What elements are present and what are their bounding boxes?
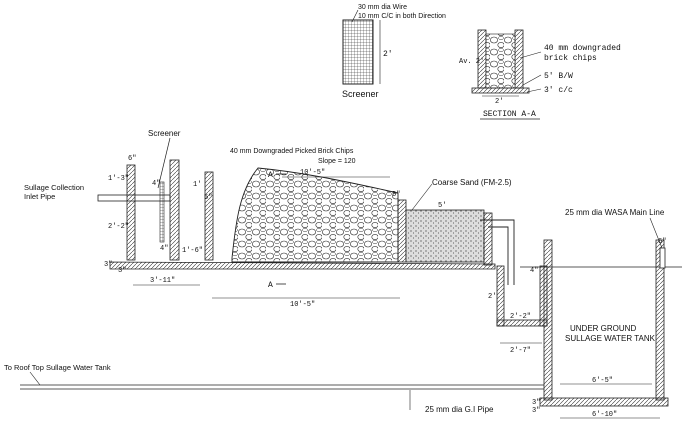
brick-chips-section (485, 33, 516, 89)
screener-in-chamber (159, 181, 165, 243)
inlet-label-1: Sullage Collection (24, 183, 84, 192)
dim-3a: 3" (104, 261, 112, 269)
chamber-2-left-wall (204, 171, 214, 261)
dim-1: 1' (193, 181, 201, 189)
dim-6-5: 6'-5" (592, 377, 613, 385)
dim-3d: 3" (532, 407, 540, 415)
outlet-pipe (480, 219, 515, 285)
dim-5b: 5" (392, 191, 400, 199)
dim-10-5-top: 10'-5" (300, 169, 325, 177)
screener-detail: 2' 30 mm dia Wire 10 mm C/C in both Dire… (342, 4, 446, 99)
chamber-1-left-wall (126, 164, 136, 261)
dim-4b: 4" (160, 245, 168, 253)
wasa-label: 25 mm dia WASA Main Line (565, 208, 665, 217)
dim-6: 6" (128, 155, 136, 163)
wire-note-2: 10 mm C/C in both Direction (358, 13, 446, 20)
screener-mesh (342, 19, 374, 85)
dim-3b: 3" (118, 267, 126, 275)
wire-note-1: 30 mm dia Wire (358, 4, 407, 11)
dim-2-7: 2'-7" (510, 347, 531, 355)
roof-label: To Roof Top Sullage Water Tank (4, 363, 111, 372)
dim-2-2: 2'-2" (108, 223, 129, 231)
slope-label: Slope = 120 (318, 158, 356, 165)
section-width-dim: 2' (495, 98, 503, 106)
gi-label: 25 mm dia G.I Pipe (425, 405, 494, 414)
inlet-label-2: Inlet Pipe (24, 192, 55, 201)
section-mark-top: A (268, 171, 273, 180)
screener-label: Screener (148, 129, 181, 138)
tank-left-wall (543, 239, 553, 401)
dim-2: 2' (488, 293, 496, 301)
section-aa: 2' Av. 2' SECTION A-A 40 mm downgraded b… (459, 29, 621, 120)
main-section: Sullage Collection Inlet Pipe Screener 4… (4, 129, 682, 419)
sand-label: Coarse Sand (FM-2.5) (432, 178, 512, 187)
section-av-dim: Av. 2' (459, 58, 484, 66)
brick-chips-media (231, 167, 399, 263)
section-label-2: brick chips (544, 54, 597, 63)
brick-label: 40 mm Downgraded Picked Brick Chips (230, 148, 354, 155)
section-mark-bottom: A (268, 281, 273, 290)
wasa-main-pipe (659, 247, 666, 269)
tank-label-1: UNDER GROUND (570, 324, 636, 333)
dim-3c: 3" (532, 399, 540, 407)
dim-5c: 5' (438, 202, 446, 210)
section-label-4: 3' c/c (544, 86, 573, 95)
dim-3-11: 3'-11" (150, 277, 175, 285)
dim-2-2b: 2'-2" (510, 313, 531, 321)
section-title: SECTION A-A (483, 110, 536, 119)
coarse-sand-bed (405, 209, 485, 263)
dim-4a: 4" (152, 180, 160, 188)
base-slab (109, 261, 496, 270)
section-label-1: 40 mm downgraded (544, 44, 621, 53)
chamber-1-right-wall (169, 159, 180, 261)
dim-10-5-bot: 10'-5" (290, 301, 315, 309)
dim-6-10: 6'-10" (592, 411, 617, 419)
screener-detail-title: Screener (342, 89, 379, 99)
dim-4c: 4" (530, 267, 538, 275)
screener-height-dim: 2' (383, 50, 393, 59)
section-label-3: 5' B/W (544, 72, 573, 81)
dim-6b: 6" (658, 238, 666, 246)
dim-1-3: 1'-3" (108, 175, 129, 183)
dim-5a: 5" (204, 194, 212, 202)
tank-base (539, 397, 669, 407)
dim-1-6: 1'-6" (182, 247, 203, 255)
tank-label-2: SULLAGE WATER TANK (565, 334, 656, 343)
